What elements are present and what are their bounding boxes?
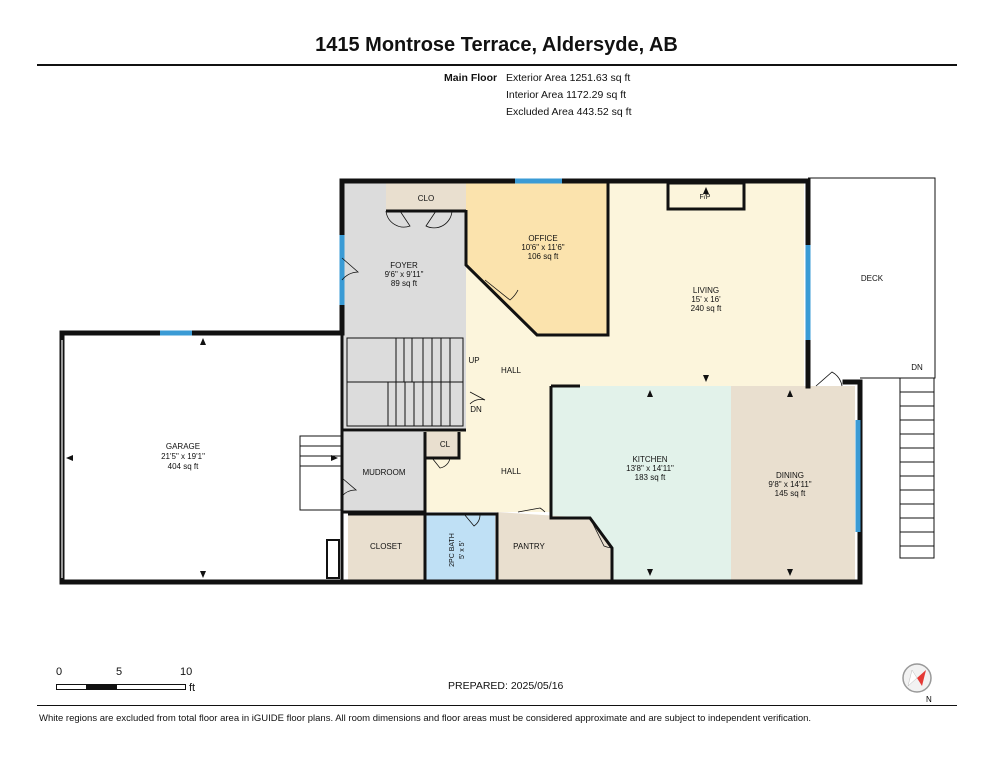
garage-area: 404 sq ft [168,462,199,471]
kitchen-label: KITCHEN [632,455,667,464]
office-left-wall [464,183,610,337]
dining-label: DINING [776,471,804,480]
scale-five: 5 [116,666,123,678]
scale-unit: ft [189,682,196,694]
kitchen-area: 183 sq ft [635,473,666,482]
page-title: 1415 Montrose Terrace, Aldersyde, AB [315,34,678,56]
office-dims: 10'6" x 11'6" [521,243,564,252]
hall-lower-label: HALL [501,467,522,476]
mudroom-label: MUDROOM [362,468,405,477]
office-area: 106 sq ft [528,252,559,261]
cl-wall [425,432,461,460]
room-fills [342,183,855,580]
scale-segment-2 [86,684,118,690]
footer-divider [37,705,957,706]
garage-dims: 21'5" x 19'1" [161,452,205,461]
title-divider [37,64,957,66]
scale-ten: 10 [180,666,193,678]
compass-icon: N [902,663,932,704]
excluded-area: Excluded Area 443.52 sq ft [506,106,632,118]
cl-fill [425,432,459,458]
office-label: OFFICE [528,234,557,243]
disclaimer-text: White regions are excluded from total fl… [39,713,812,724]
scale-bar: 0 5 10 ft [56,666,206,696]
living-fill [608,183,804,386]
scale-segment-3 [116,684,186,690]
foyer-label: FOYER [390,261,418,270]
lower-walls [348,512,499,582]
foyer-area: 89 sq ft [391,279,418,288]
bath-label: 2PC BATH [449,533,456,567]
dimension-ticks [66,187,793,578]
clo-fill [386,183,466,211]
dining-area: 145 sq ft [775,489,806,498]
foyer-dims: 9'6" x 9'11" [385,270,424,279]
garage-label: GARAGE [166,442,200,451]
stairs-dn-label: DN [470,405,482,414]
kitchen-dims: 13'8" x 14'11" [626,464,674,473]
fireplace [666,181,746,211]
deck [808,177,936,559]
kitchen-left-wall [549,386,614,582]
scale-segment-1 [56,684,88,690]
interior-stairs [346,337,464,427]
dining-dims: 9'8" x 14'11" [768,480,811,489]
door-swings [341,210,843,549]
room-labels: GARAGE 21'5" x 19'1" 404 sq ft FOYER 9'6… [161,194,923,567]
floor-label: Main Floor [444,72,498,84]
office-fill [466,183,608,335]
living-label: LIVING [693,286,719,295]
cl-label: CL [440,440,451,449]
interior-area: Interior Area 1172.29 sq ft [506,89,627,101]
prepared-date: PREPARED: 2025/05/16 [448,680,564,692]
garage-steps [299,435,343,511]
mudroom-fill [342,432,425,512]
stairs-up-label: UP [468,356,479,365]
hall-upper-label: HALL [501,366,522,375]
bath-fill [425,514,495,580]
dining-fill [731,386,855,580]
fp-label: F/P [700,194,711,201]
closet-label: CLOSET [370,542,402,551]
pantry-fill [497,512,612,580]
pantry-label: PANTRY [513,542,545,551]
living-area: 240 sq ft [691,304,722,313]
exterior-box [326,539,340,579]
deck-label: DECK [861,274,884,283]
scale-zero: 0 [56,666,63,678]
exterior-area: Exterior Area 1251.63 sq ft [506,72,631,84]
closet-fill [348,514,425,580]
compass-north-label: N [926,695,932,704]
living-dims: 15' x 16' [691,295,721,304]
deck-stairs-dn-label: DN [911,363,923,372]
windows [160,178,861,532]
bath-dims: 5' x 5' [459,541,466,559]
clo-label: CLO [418,194,434,203]
